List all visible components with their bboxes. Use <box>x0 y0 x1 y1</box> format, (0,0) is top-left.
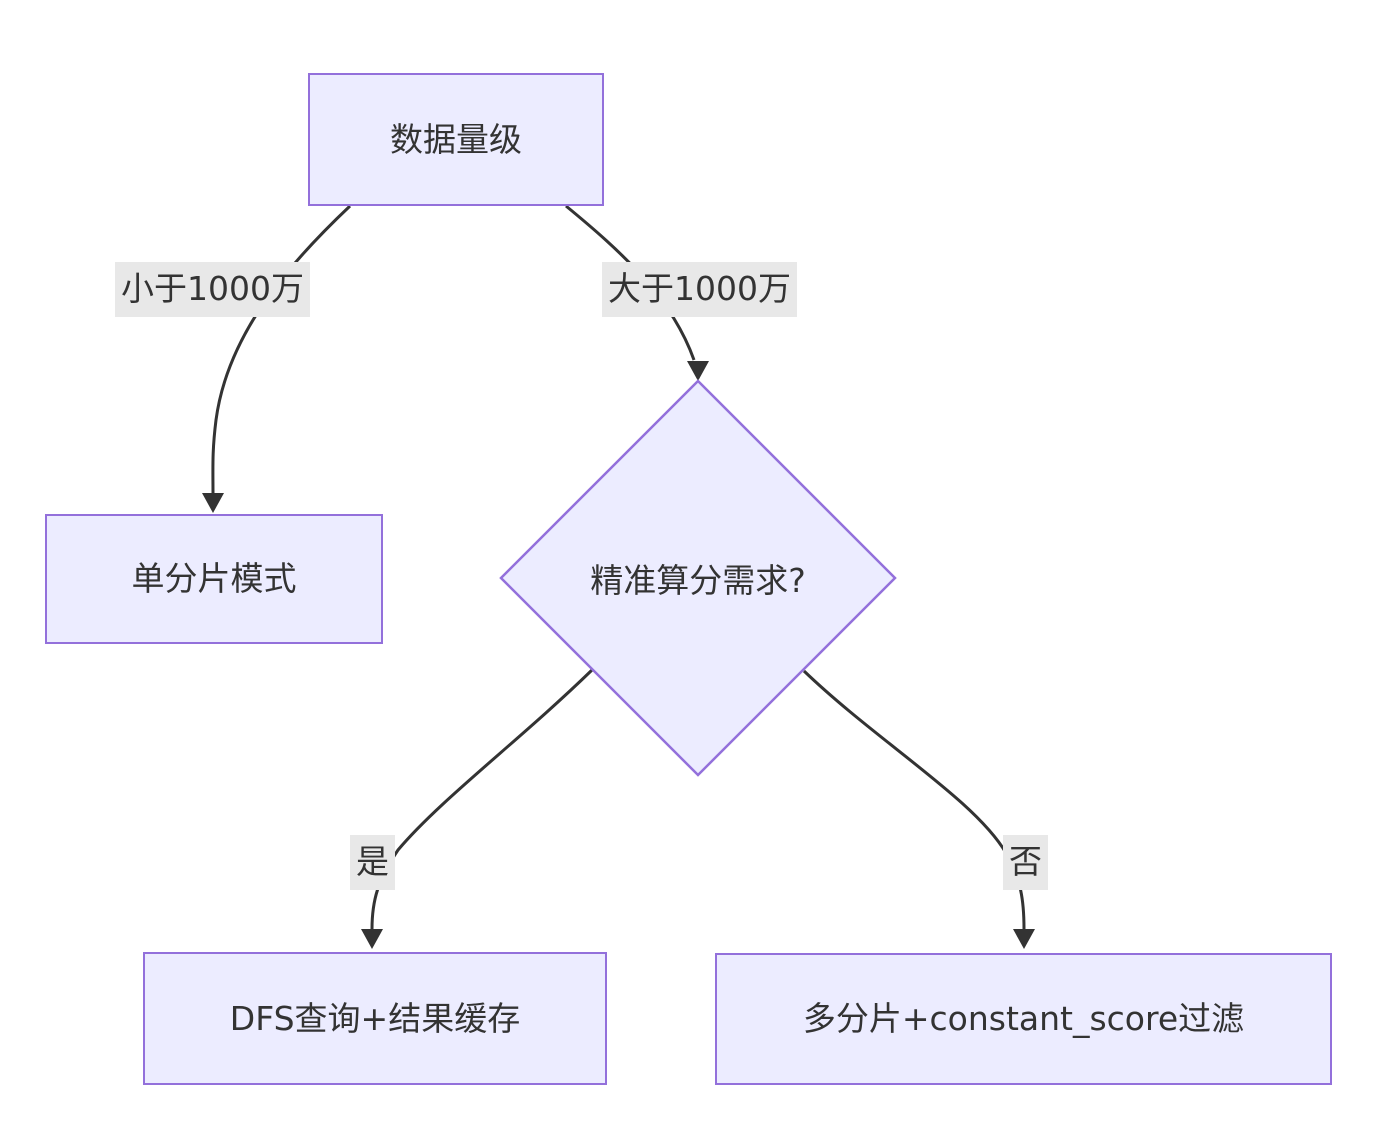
arrowhead-decision <box>687 361 709 381</box>
node-single-shard-label: 单分片模式 <box>131 559 297 599</box>
node-data-volume: 数据量级 <box>308 73 604 206</box>
arrowhead-single-shard <box>202 493 224 513</box>
node-multi-shard: 多分片+constant_score过滤 <box>715 953 1332 1085</box>
arrowhead-multi-shard <box>1013 929 1035 949</box>
edge-label-less-than-10m: 小于1000万 <box>115 262 310 317</box>
edge-label-yes: 是 <box>350 835 395 890</box>
node-dfs-cache-label: DFS查询+结果缓存 <box>229 998 521 1038</box>
node-multi-shard-label: 多分片+constant_score过滤 <box>802 999 1245 1039</box>
edge-root-to-single-shard <box>211 204 352 495</box>
node-data-volume-label: 数据量级 <box>390 119 522 159</box>
decision-diamond-shape <box>499 379 897 777</box>
node-dfs-cache: DFS查询+结果缓存 <box>143 952 607 1085</box>
node-decision: 精准算分需求? <box>518 550 878 606</box>
edge-decision-to-multi-shard <box>802 669 1026 930</box>
node-decision-label: 精准算分需求? <box>590 561 806 600</box>
edge-decision-to-dfs-cache <box>370 668 594 930</box>
edge-label-greater-than-10m: 大于1000万 <box>602 262 797 317</box>
node-single-shard: 单分片模式 <box>45 514 383 644</box>
edge-label-no: 否 <box>1003 835 1048 890</box>
arrowhead-dfs-cache <box>361 929 383 949</box>
